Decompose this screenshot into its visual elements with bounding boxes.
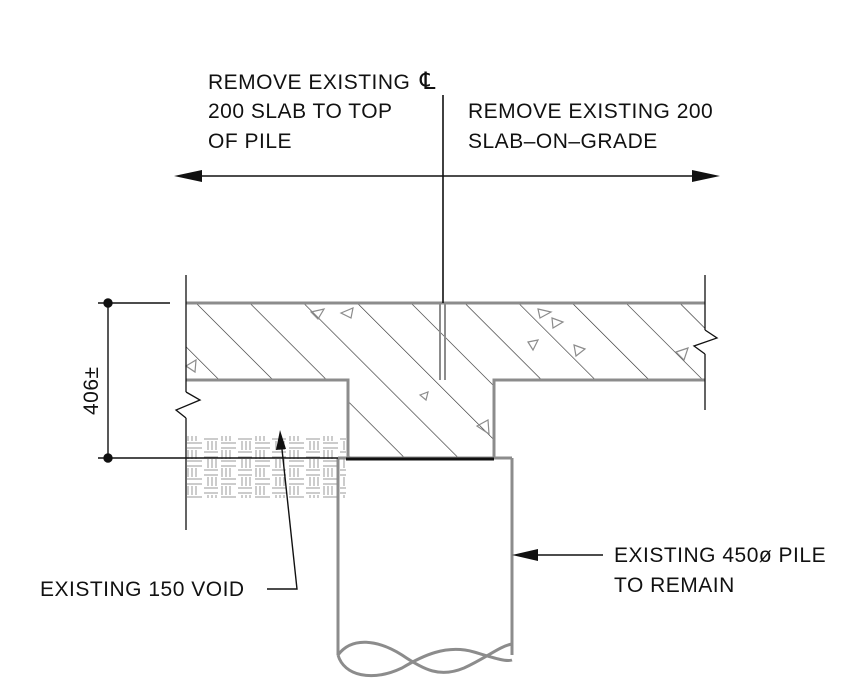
slab-joint xyxy=(439,303,446,380)
pile-label-line1: EXISTING 450ø PILE xyxy=(614,544,826,567)
removal-extent-arrow xyxy=(174,170,720,182)
existing-pile xyxy=(336,456,514,678)
pile-leader xyxy=(512,549,603,561)
centerline-symbol: ℄ xyxy=(419,68,436,95)
dimension-label: 406± xyxy=(80,366,103,415)
void-leader xyxy=(267,430,298,590)
void-label: EXISTING 150 VOID xyxy=(40,578,245,601)
remove-right-line2: SLAB–ON–GRADE xyxy=(468,130,658,153)
remove-right-line1: REMOVE EXISTING 200 xyxy=(468,100,713,123)
void-fill xyxy=(186,436,346,498)
pile-label-line2: TO REMAIN xyxy=(614,574,735,597)
remove-left-line2: 200 SLAB TO TOP xyxy=(208,100,393,123)
concrete-slab-section xyxy=(184,301,705,458)
dimension-line xyxy=(98,298,338,463)
remove-left-line3: OF PILE xyxy=(208,130,292,153)
remove-left-line1: REMOVE EXISTING xyxy=(208,71,410,94)
